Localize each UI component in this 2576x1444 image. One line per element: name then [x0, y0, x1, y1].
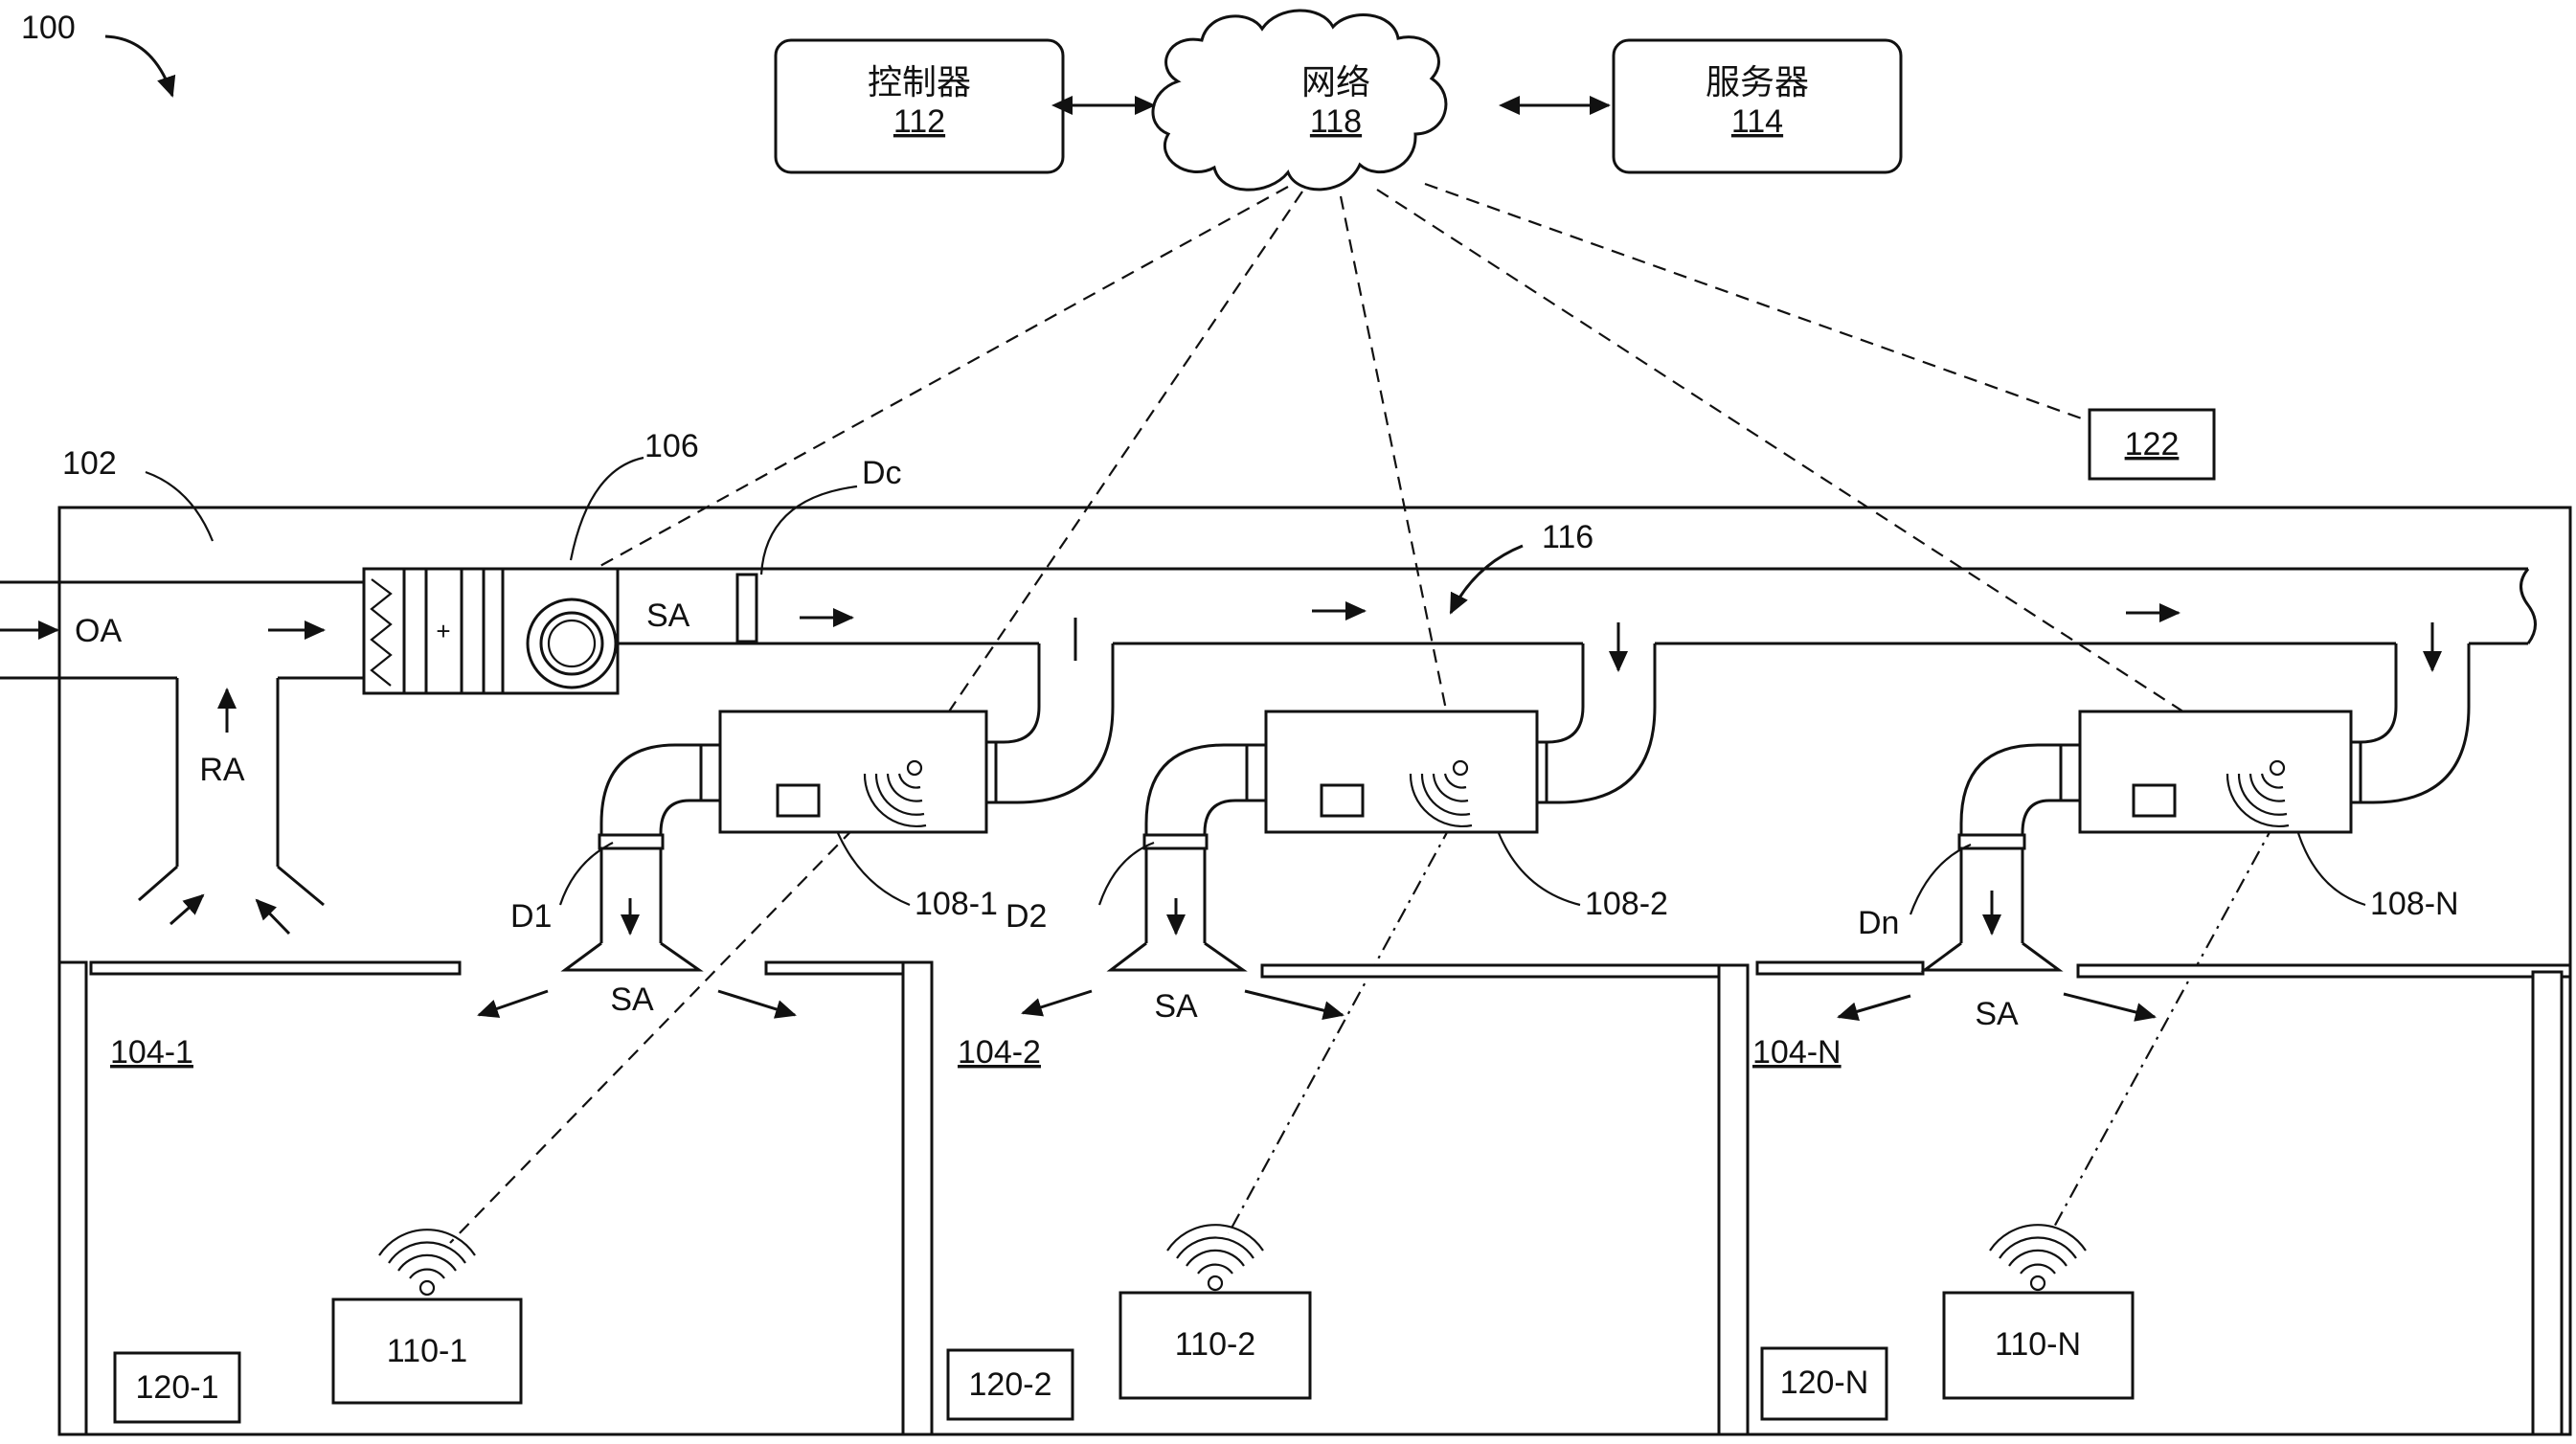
thermostat-n-wireless-icon	[1990, 1225, 2086, 1290]
device-122: 122	[2090, 410, 2214, 479]
zone-1: D1 108-1 SA 104-1 120-1 110-1	[110, 643, 1113, 1422]
link-vavn-thermostat	[2052, 824, 2274, 1230]
link-vav1-thermostat	[450, 766, 915, 1243]
zone-n-supply-label: SA	[1975, 996, 2019, 1032]
network-cloud: 网络 118	[1153, 11, 1446, 190]
thermostat-2-label: 110-2	[1175, 1326, 1255, 1363]
vav-1-controller-icon	[778, 785, 819, 816]
ra-inlet-arrow-right	[257, 900, 289, 934]
vav-box-1	[720, 711, 986, 832]
outside-air-label: OA	[75, 613, 122, 649]
link-to-vav-1	[915, 192, 1302, 762]
damper-d2	[1144, 835, 1207, 848]
ahu-ref: 106	[644, 428, 699, 464]
duct-break	[2521, 569, 2536, 643]
room-1-label: 104-1	[110, 1034, 193, 1071]
air-handling-unit: + 106	[364, 428, 699, 693]
thermostat-1-wireless-icon	[379, 1230, 475, 1295]
zone-1-supply-label: SA	[610, 981, 654, 1018]
area-1-label: 120-1	[136, 1369, 219, 1406]
duct-ref-arrow	[1451, 546, 1523, 613]
room-n-label: 104-N	[1752, 1034, 1842, 1071]
damper-d2-label: D2	[1006, 898, 1047, 935]
thermostat-2-wireless-icon	[1167, 1225, 1263, 1290]
vav-box-2	[1266, 711, 1537, 832]
server-ref: 114	[1731, 103, 1783, 140]
damper-d1	[599, 835, 663, 848]
damper-dc-label: Dc	[862, 455, 902, 491]
thermostat-1-label: 110-1	[387, 1333, 467, 1369]
main-supply-duct: SA Dc 116	[618, 455, 2536, 670]
vav-box-n	[2080, 711, 2351, 832]
figure-label-arrow	[105, 36, 172, 96]
vav-n-label: 108-N	[2370, 886, 2459, 922]
link-to-122	[1425, 184, 2090, 421]
building-ref: 102	[62, 445, 117, 482]
area-n-label: 120-N	[1780, 1365, 1869, 1401]
damper-dc	[737, 575, 757, 642]
zone-2: D2 108-2 SA 104-2 120-2 110-2	[948, 643, 1668, 1419]
device-122-label: 122	[2125, 426, 2180, 463]
diffuser-1	[565, 943, 699, 970]
controller-box: 控制器 112	[776, 40, 1063, 172]
figure-label: 100	[21, 10, 172, 96]
link-to-vav-2	[1341, 196, 1456, 756]
vav-2-controller-icon	[1322, 785, 1363, 816]
duct-ref: 116	[1542, 519, 1593, 555]
diffuser-n	[1925, 943, 2059, 970]
room-2-label: 104-2	[958, 1034, 1041, 1071]
diffuser-2	[1111, 943, 1243, 970]
network-title: 网络	[1301, 63, 1370, 102]
controller-title: 控制器	[868, 63, 971, 102]
server-box: 服务器 114	[1614, 40, 1901, 172]
vav-n-controller-icon	[2134, 785, 2175, 816]
server-title: 服务器	[1706, 63, 1809, 102]
zone-2-supply-label: SA	[1154, 988, 1198, 1025]
return-air-label: RA	[199, 752, 245, 788]
ra-inlet-arrow-left	[170, 895, 203, 924]
network-ref: 118	[1310, 103, 1362, 140]
link-vav2-thermostat	[1229, 825, 1451, 1233]
supply-air-label: SA	[646, 598, 690, 634]
area-2-label: 120-2	[969, 1366, 1052, 1403]
vav-1-label: 108-1	[915, 886, 998, 922]
zone-n: Dn 108-N SA 104-N 120-N 110-N	[1752, 643, 2469, 1419]
link-to-ahu	[599, 187, 1288, 567]
air-intake: OA RA	[0, 582, 364, 934]
damper-dc-leader	[761, 486, 857, 575]
controller-ref: 112	[893, 103, 945, 140]
damper-d1-label: D1	[510, 898, 552, 935]
vav-2-label: 108-2	[1585, 886, 1668, 922]
thermostat-n-label: 110-N	[1995, 1326, 2081, 1363]
figure-label-text: 100	[21, 10, 76, 46]
heater-symbol: +	[436, 617, 450, 645]
damper-dn-label: Dn	[1858, 905, 1899, 941]
